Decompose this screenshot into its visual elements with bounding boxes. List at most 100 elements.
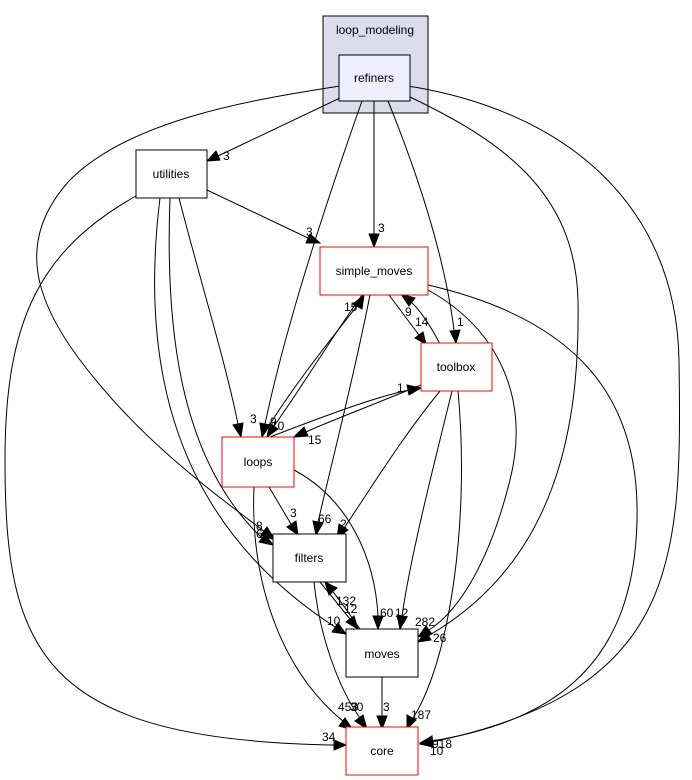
node-simple-moves[interactable]: simple_moves <box>319 246 429 296</box>
edge-label: 3 <box>250 412 257 426</box>
edge-label: 12 <box>395 606 409 620</box>
arrowhead <box>399 293 416 307</box>
node-label: simple_moves <box>336 264 413 278</box>
edge-refiners-core <box>407 85 681 743</box>
node-label: core <box>370 744 394 758</box>
node-utilities[interactable]: utilities <box>135 149 208 199</box>
edge-utilities-core <box>4 195 335 746</box>
cluster-label: loop_modeling <box>336 23 414 37</box>
arrowhead <box>418 735 434 747</box>
edge-label: 187 <box>411 708 431 722</box>
edge-filters-moves <box>319 581 351 620</box>
arrowhead <box>376 715 388 731</box>
edge-simple-moves-loops <box>273 294 363 427</box>
arrowhead <box>406 714 417 731</box>
edge-label: 12 <box>344 602 358 616</box>
edge-refiners-utilities <box>217 97 341 157</box>
edge-label: 26 <box>433 631 447 645</box>
edge-simple-moves-moves <box>427 289 517 631</box>
edge-label: 1 <box>457 315 464 329</box>
edge-utilities-simple-moves <box>206 189 309 239</box>
node-toolbox[interactable]: toolbox <box>420 342 493 392</box>
node-moves[interactable]: moves <box>345 628 419 678</box>
edge-refiners-loops <box>264 100 363 425</box>
edge-label: 10 <box>327 614 341 628</box>
node-label: toolbox <box>437 360 476 374</box>
edge-utilities-filters <box>168 197 263 539</box>
arrowhead <box>416 625 433 638</box>
edge-label: 15 <box>308 433 322 447</box>
node-box <box>272 533 347 583</box>
edge-label: 60 <box>380 606 394 620</box>
node-refiners[interactable]: refiners <box>338 54 411 102</box>
arrowhead <box>352 293 365 310</box>
node-box <box>319 246 429 296</box>
edge-label: 34 <box>322 730 336 744</box>
edge-label: 282 <box>415 615 435 629</box>
node-core[interactable]: core <box>345 726 419 776</box>
edge-toolbox-loops <box>305 384 422 433</box>
edge-loops-simple-moves <box>261 305 358 438</box>
edge-label: 453 <box>338 700 358 714</box>
edge-toolbox-filters <box>343 390 441 529</box>
edge-label: 9 <box>270 415 277 429</box>
edge-label: 30 <box>350 700 364 714</box>
arrowhead <box>414 331 427 345</box>
edge-loops-toolbox <box>269 389 410 438</box>
node-box <box>420 342 493 392</box>
arrowhead <box>372 615 384 631</box>
edge-label: 66 <box>318 512 332 526</box>
node-box <box>345 726 419 776</box>
node-box <box>338 54 411 102</box>
arrowhead <box>396 614 408 631</box>
arrowhead <box>266 422 279 439</box>
node-label: refiners <box>354 71 394 85</box>
node-label: moves <box>364 647 399 661</box>
arrowhead <box>286 520 299 537</box>
edge-label: 3 <box>306 225 313 239</box>
edge-label: 15 <box>344 300 358 314</box>
arrowhead <box>305 233 322 244</box>
arrowhead <box>258 533 275 546</box>
arrowhead <box>406 384 423 396</box>
edge-label: 3 <box>378 221 385 235</box>
edge-label: 14 <box>415 315 429 329</box>
arrowhead <box>292 426 309 438</box>
arrowhead <box>354 714 368 731</box>
edge-loops-moves <box>293 469 379 617</box>
edge-loops-core <box>253 486 345 723</box>
edge-simple-moves-toolbox <box>388 294 420 336</box>
edge-loops-filters <box>268 486 292 525</box>
edge-label: 132 <box>336 594 356 608</box>
node-label: filters <box>295 551 324 565</box>
edge-toolbox-core <box>412 390 462 719</box>
edge-label: 918 <box>432 737 452 751</box>
edge-refiners-filters <box>36 85 341 533</box>
edge-moves-filters <box>332 591 361 630</box>
edge-label: 2 <box>340 517 347 531</box>
edge-toolbox-simple-moves <box>410 301 441 345</box>
nodes-layer: refiners utilities simple_moves toolbox … <box>135 54 493 776</box>
node-filters[interactable]: filters <box>272 533 347 583</box>
edge-label: 9 <box>405 305 412 319</box>
edge-label: 10 <box>430 744 444 758</box>
edge-label: 3 <box>223 149 230 163</box>
edge-label: 8 <box>256 519 263 533</box>
node-box <box>345 628 419 678</box>
edges-layer: 3 3 1 3 3 8 10 <box>4 85 681 758</box>
edge-label: 3 <box>290 506 297 520</box>
edge-utilities-loops <box>178 197 239 425</box>
edge-toolbox-moves <box>401 390 453 617</box>
node-box <box>135 149 208 199</box>
edge-label: 10 <box>271 419 285 433</box>
edge-label: 3 <box>383 700 390 714</box>
edge-label: 1 <box>397 381 404 395</box>
arrowhead <box>232 422 244 439</box>
arrowhead <box>312 520 324 537</box>
node-loops[interactable]: loops <box>221 436 295 488</box>
node-label: loops <box>244 455 273 469</box>
arrowhead <box>331 622 348 635</box>
arrowhead <box>205 150 221 162</box>
edge-refiners-toolbox <box>387 100 455 331</box>
